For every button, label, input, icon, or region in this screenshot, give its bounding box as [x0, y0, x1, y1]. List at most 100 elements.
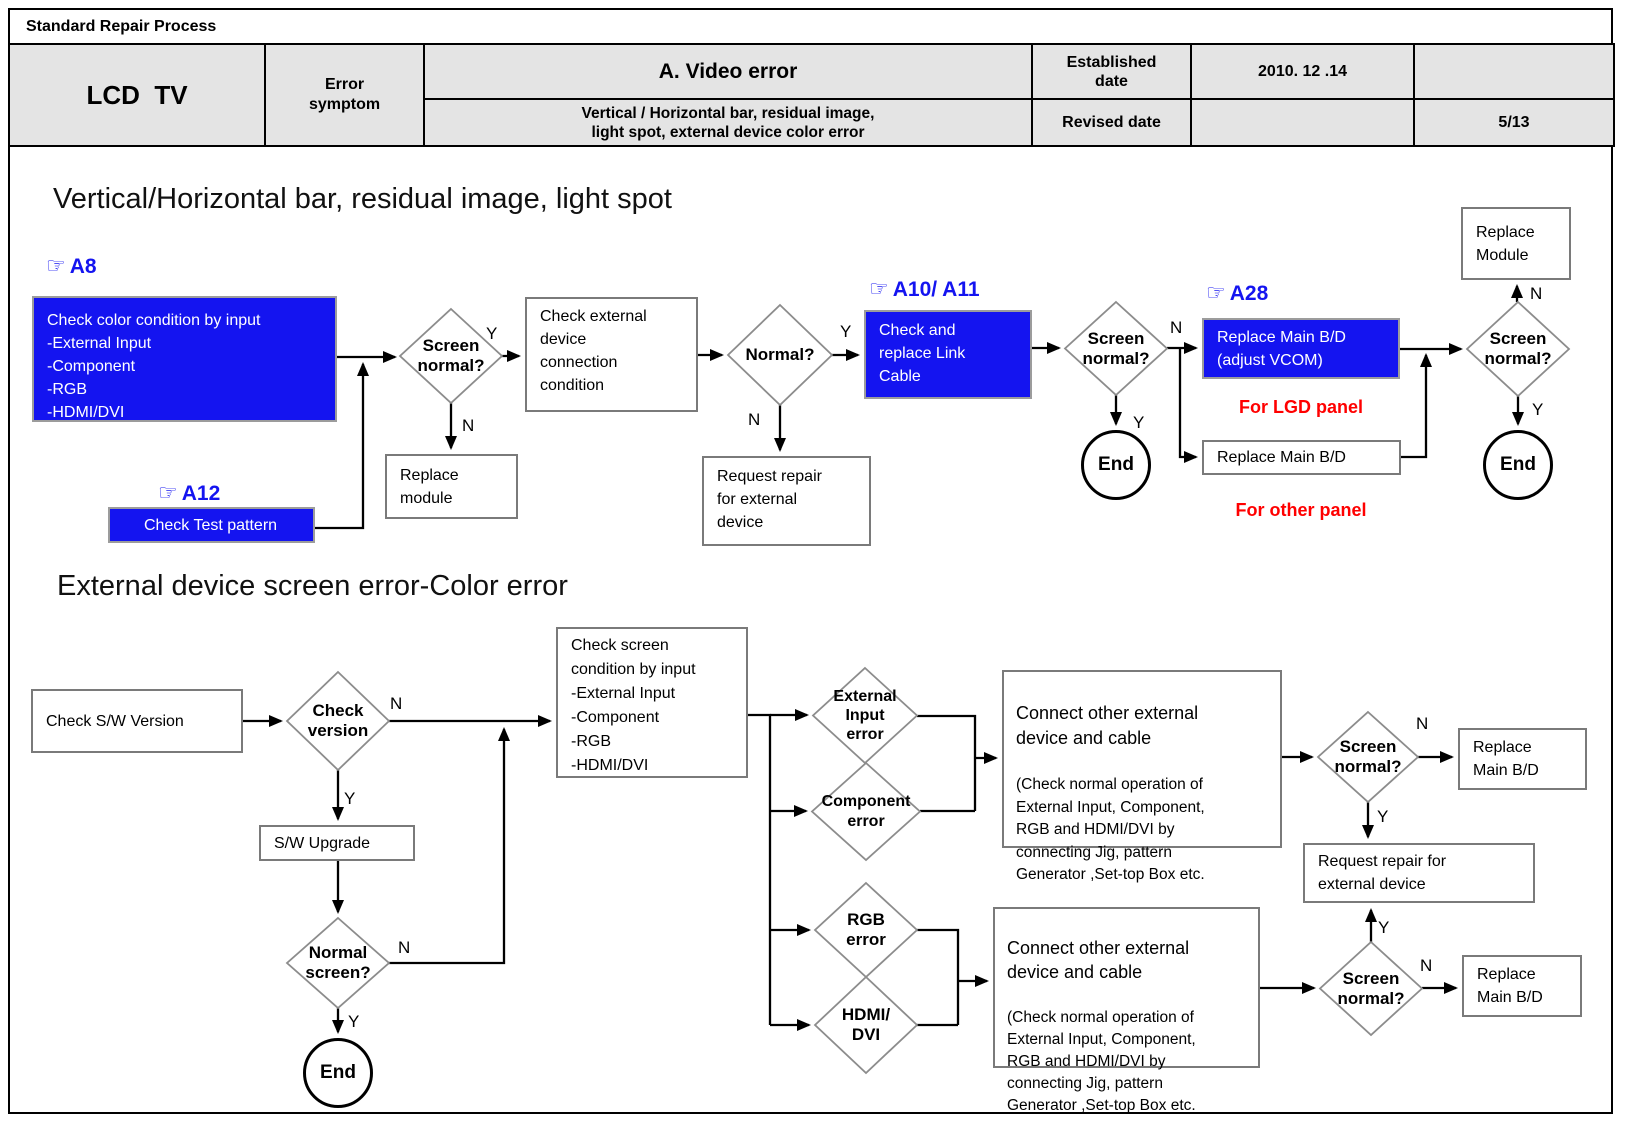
ref-label-a10-a11: ☞ A10/ A11	[869, 276, 980, 302]
page-number: 5/13	[1413, 98, 1615, 147]
process-request-repair-external: Request repair for external device	[702, 456, 871, 546]
established-date-label: Established date	[1031, 43, 1192, 100]
connect-box-title: Connect other external device and cable	[1016, 703, 1199, 748]
ref-a12-text: A12	[181, 482, 221, 505]
ref-a10-a11-text: A10/ A11	[892, 278, 980, 301]
diamond-shape	[728, 305, 832, 405]
diamond-shape	[1320, 942, 1422, 1035]
process-connect-other-external-2: Connect other external device and cable …	[993, 907, 1260, 1114]
process-check-replace-link-cable: Check and replace Link Cable	[864, 310, 1032, 399]
diamond-shape	[1467, 302, 1569, 396]
decision-label: Check version	[307, 701, 369, 740]
edge-label-yes: Y	[1532, 400, 1544, 419]
header-table: LCD TV Error symptom A. Video error Esta…	[8, 43, 1615, 147]
edge-label-yes: Y	[348, 1012, 360, 1031]
edge-label-yes: Y	[1133, 413, 1145, 432]
decision-label: Screen normal?	[1337, 968, 1405, 1008]
decision-check-version: Check version	[287, 672, 389, 770]
diamond-shape	[400, 309, 502, 403]
pointer-finger-icon: ☞	[1206, 280, 1226, 305]
process-replace-main-bd: Replace Main B/D	[1202, 440, 1401, 475]
note-for-other-panel: For other panel	[1235, 500, 1367, 520]
diamond-shape	[815, 977, 917, 1073]
edge-label-no: N	[748, 410, 761, 429]
established-date-value: 2010. 12 .14	[1190, 43, 1415, 100]
ref-label-a28: ☞ A28	[1206, 280, 1268, 306]
ref-label-a8: ☞ A8	[46, 253, 97, 279]
error-title: A. Video error	[423, 43, 1033, 100]
ref-label-a12: ☞ A12	[158, 480, 220, 506]
decision-label: External Input error	[833, 688, 897, 743]
error-symptom-label: Error symptom	[264, 43, 425, 147]
pointer-finger-icon: ☞	[158, 480, 178, 505]
note-for-lgd-panel: For LGD panel	[1238, 397, 1363, 417]
diamond-shape	[1318, 712, 1418, 802]
decision-screen-normal-b: Screen normal?	[1320, 942, 1422, 1035]
process-check-screen-condition: Check screen condition by input -Externa…	[556, 627, 748, 778]
edge-label-yes: Y	[344, 789, 356, 808]
section1-title: Vertical/Horizontal bar, residual image,…	[53, 183, 672, 215]
decision-label: RGB error	[846, 910, 886, 949]
decision-label: Normal?	[745, 345, 815, 364]
diamond-shape	[287, 918, 389, 1008]
process-replace-module-2: Replace Module	[1461, 207, 1571, 280]
process-replace-main-bd-b: Replace Main B/D	[1462, 955, 1582, 1017]
process-sw-upgrade: S/W Upgrade	[259, 825, 415, 861]
terminator-end-2: End	[1483, 430, 1553, 500]
connect-box-body: (Check normal operation of External Inpu…	[1007, 1009, 1196, 1114]
edge-label-no: N	[1420, 956, 1433, 975]
decision-external-input-error: External Input error	[813, 668, 917, 763]
decision-label: Screen normal?	[1082, 328, 1150, 368]
connect-box-body: (Check normal operation of External Inpu…	[1016, 776, 1205, 883]
decision-label: HDMI/ DVI	[841, 1005, 891, 1044]
decision-hdmi-dvi: HDMI/ DVI	[815, 977, 917, 1073]
edge-label-yes: Y	[486, 324, 498, 343]
decision-label: Screen normal?	[1484, 329, 1552, 368]
decision-label: Screen normal?	[417, 336, 485, 375]
process-check-color-condition: Check color condition by input -External…	[32, 296, 337, 422]
process-replace-main-bd-a: Replace Main B/D	[1458, 728, 1587, 790]
process-replace-main-bd-vcom: Replace Main B/D (adjust VCOM)	[1202, 318, 1400, 379]
terminator-end-3: End	[303, 1038, 373, 1108]
diamond-shape	[1065, 302, 1167, 395]
decision-screen-normal-2: Screen normal?	[1065, 302, 1167, 395]
edge-label-yes: Y	[840, 322, 852, 341]
decision-normal: Normal?	[728, 305, 832, 405]
section2-title: External device screen error-Color error	[57, 570, 568, 602]
error-subtitle: Vertical / Horizontal bar, residual imag…	[423, 98, 1033, 147]
process-check-external-device: Check external device connection conditi…	[525, 297, 698, 412]
edge-label-no: N	[1416, 714, 1429, 733]
decision-screen-normal-a: Screen normal?	[1318, 712, 1418, 802]
revised-date-value	[1190, 98, 1415, 147]
edge-label-no: N	[1170, 318, 1183, 337]
process-check-test-pattern: Check Test pattern	[108, 507, 315, 543]
process-request-repair-external-2: Request repair for external device	[1303, 843, 1535, 903]
edge-label-no: N	[462, 416, 475, 435]
diamond-shape	[812, 763, 920, 860]
decision-screen-normal-3: Screen normal?	[1467, 302, 1569, 396]
edge-label-yes: Y	[1378, 918, 1390, 937]
document-title: Standard Repair Process	[8, 8, 1613, 43]
edge-label-yes: Y	[1377, 807, 1389, 826]
section1-edges	[315, 284, 1524, 530]
pointer-finger-icon: ☞	[46, 253, 66, 278]
connect-box-title: Connect other external device and cable	[1007, 938, 1190, 982]
process-connect-other-external-1: Connect other external device and cable …	[1002, 670, 1282, 883]
edge-label-no: N	[1530, 284, 1543, 303]
process-replace-module: Replace module	[385, 454, 518, 519]
terminator-end-1: End	[1081, 430, 1151, 500]
edge-label-no: N	[390, 694, 403, 713]
decision-screen-normal-1: Screen normal?	[400, 309, 502, 403]
section2-edges	[243, 709, 1458, 1034]
revised-date-label: Revised date	[1031, 98, 1192, 147]
decision-component-error: Component error	[812, 763, 920, 860]
ref-a28-text: A28	[1229, 282, 1269, 305]
header-blank-cell	[1413, 43, 1615, 100]
process-check-sw-version: Check S/W Version	[31, 689, 243, 753]
pointer-finger-icon: ☞	[869, 276, 889, 301]
decision-normal-screen: Normal screen?	[287, 918, 389, 1008]
decision-rgb-error: RGB error	[815, 883, 917, 977]
decision-label: Normal screen?	[305, 943, 371, 982]
